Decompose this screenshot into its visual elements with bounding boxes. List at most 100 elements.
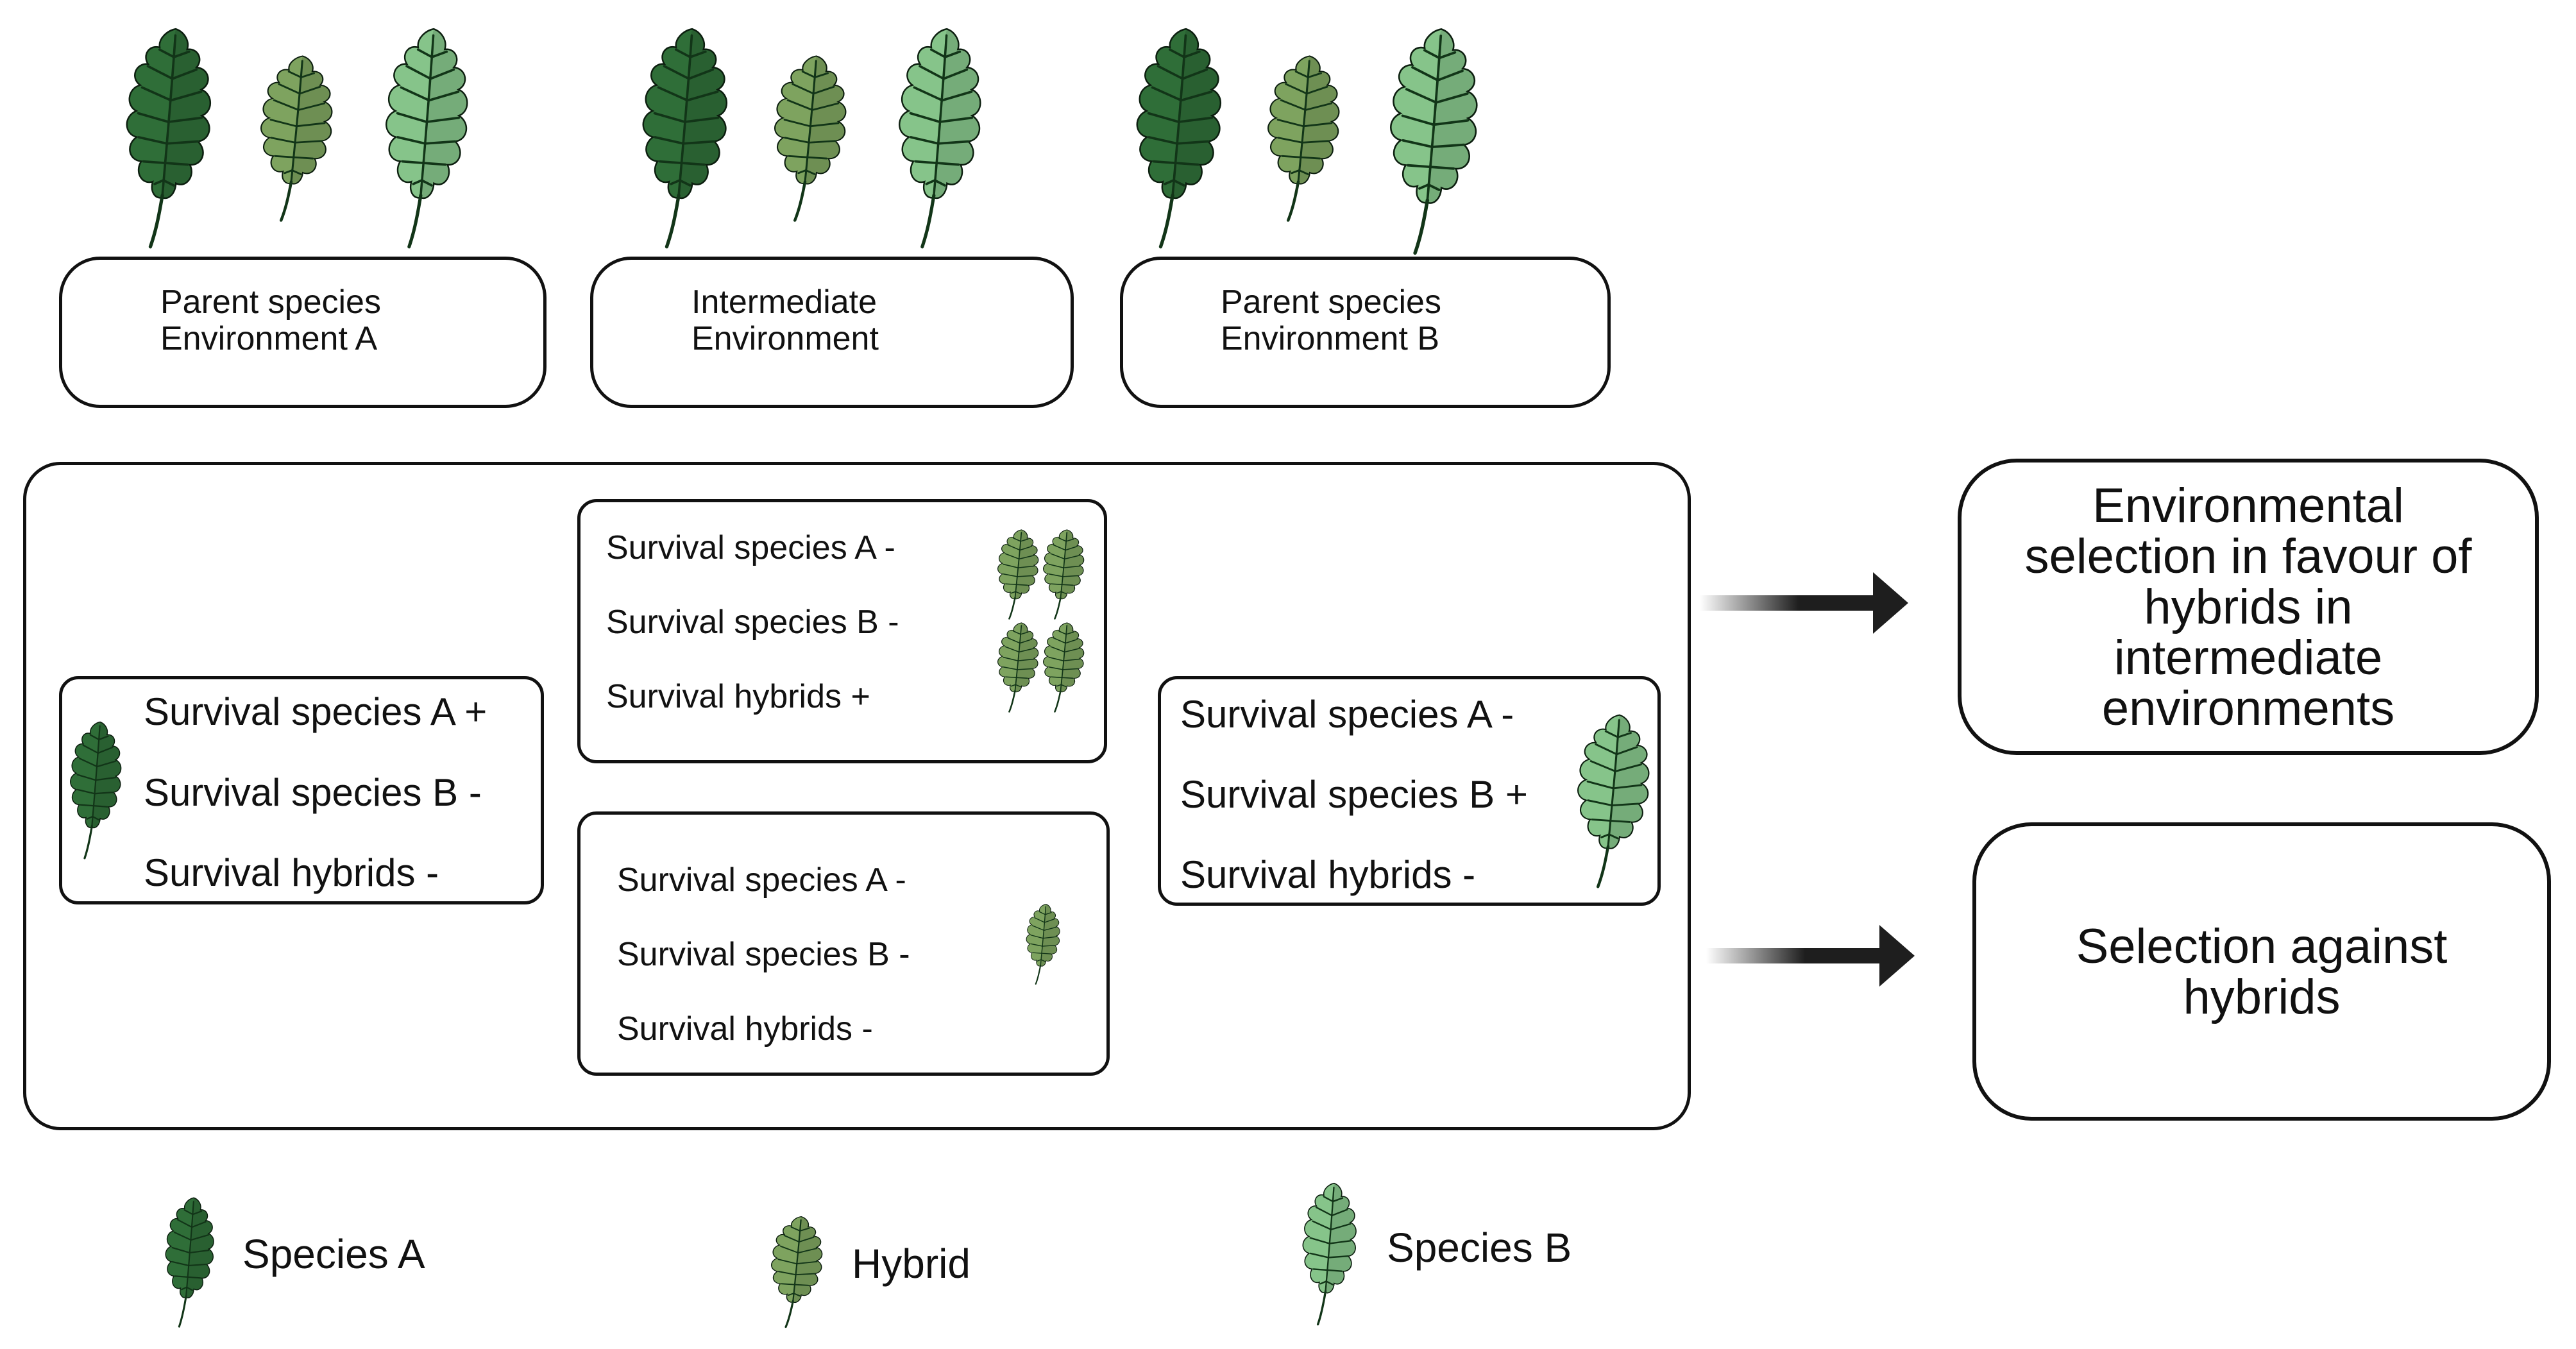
leaf-vein: [1609, 819, 1631, 823]
leaf-vein: [1591, 819, 1611, 822]
leaf-shade: [1325, 1183, 1357, 1293]
species-b-leaf-icon: [1296, 1180, 1363, 1328]
leaf-vein: [801, 71, 816, 78]
outcome-favour-line: environments: [2101, 681, 2395, 736]
leaf-vein: [292, 156, 314, 160]
leaf-stem: [1008, 597, 1016, 620]
leaf-vein: [686, 90, 719, 102]
leaf-vein: [177, 1219, 193, 1228]
leaf-vein: [396, 136, 427, 145]
hybrid-leaf-icon: [765, 53, 855, 225]
leaf-vein: [1058, 538, 1067, 542]
leaf-vein: [658, 160, 682, 164]
hybrid-leaf-icon: [1038, 621, 1089, 714]
leaf-vein: [1323, 1196, 1334, 1203]
leaf-stem: [148, 193, 164, 249]
leaf-shade: [933, 29, 981, 198]
leaf-vein: [183, 1209, 194, 1216]
leaf-vein: [1612, 784, 1643, 790]
hybrid-leaf-icon: [992, 528, 1044, 621]
species-a-leaf-icon: [632, 24, 738, 252]
leaf-vein: [1044, 912, 1052, 915]
outcome-favour-line: selection in favour of: [2024, 529, 2472, 584]
environment-a-line2: Environment A: [160, 320, 378, 357]
leaf-midrib: [185, 1201, 194, 1297]
leaf-midrib: [1426, 34, 1443, 202]
leaf-vein: [396, 112, 428, 123]
leaf-vein: [1309, 1237, 1330, 1244]
leaf-vein: [1044, 919, 1055, 923]
leaf-vein: [1427, 183, 1441, 191]
leaf-vein: [787, 1293, 795, 1296]
leaf-vein: [167, 116, 203, 123]
leaf-stem: [1413, 198, 1430, 255]
leaf-vein: [1276, 119, 1305, 128]
env-a-row-species-b: Survival species B -: [144, 771, 482, 814]
hybrid-leaf-icon: [1258, 53, 1348, 225]
leaf-vein: [140, 86, 173, 102]
leaf-vein: [1064, 555, 1080, 560]
leaf-vein: [82, 744, 99, 754]
hybrid-leaf-icon: [1022, 903, 1064, 986]
leaf-midrib: [1171, 34, 1187, 197]
leaf-stem: [1054, 690, 1062, 713]
leaf-vein: [806, 156, 828, 160]
leaf-vein: [1003, 666, 1018, 670]
species-a-leaf-graphic: [642, 28, 727, 249]
leaf-vein: [1423, 49, 1441, 60]
species-a-leaf-icon: [159, 1195, 220, 1330]
species-b-leaf-icon: [375, 24, 478, 252]
leaf-vein: [663, 65, 690, 80]
species-a-leaf-icon: [64, 719, 128, 861]
leaf-vein: [1040, 953, 1051, 954]
leaf-vein: [1048, 666, 1063, 670]
leaf-vein: [811, 102, 840, 111]
leaf-vein: [1040, 959, 1046, 962]
leaf-shade: [678, 29, 727, 198]
leaf-vein: [1331, 1209, 1348, 1217]
leaf-vein: [1151, 86, 1183, 102]
leaf-vein: [1291, 169, 1300, 174]
leaf-vein: [1301, 140, 1330, 144]
leaf-vein: [1309, 1252, 1330, 1259]
leaf-vein: [1020, 631, 1029, 635]
leaf-vein: [269, 119, 298, 128]
leaf-vein: [97, 746, 114, 754]
leaf-vein: [674, 48, 691, 58]
leaf-vein: [1043, 926, 1057, 931]
leaf-vein: [795, 1273, 815, 1276]
leaf-vein: [1003, 573, 1018, 577]
leaf-vein: [92, 815, 100, 821]
hybrid-leaf-graphic: [1043, 622, 1085, 713]
leaf-vein: [795, 1260, 818, 1265]
leaf-vein: [1007, 544, 1021, 551]
leaf-vein: [1428, 165, 1455, 170]
leaf-vein: [1019, 555, 1035, 560]
leaf-vein: [653, 112, 686, 123]
leaf-stem: [83, 825, 93, 860]
leaf-vein: [1328, 1240, 1352, 1244]
leaf-vein: [1056, 591, 1062, 594]
leaf-vein: [287, 71, 302, 78]
leaf-shade: [420, 29, 468, 198]
leaf-vein: [274, 155, 294, 158]
leaf-midrib: [804, 60, 817, 183]
leaf-vein: [812, 85, 835, 95]
leaf-shade: [1060, 529, 1084, 599]
outcome-favour-hybrids-box: Environmental selection in favour of hyb…: [1958, 459, 2539, 755]
leaf-vein: [1315, 1206, 1333, 1217]
leaf-vein: [1168, 48, 1185, 58]
leaf-vein: [1003, 563, 1019, 568]
hybrid-leaf-graphic: [771, 1216, 823, 1328]
leaf-vein: [1586, 780, 1614, 790]
leaf-vein: [425, 116, 460, 123]
leaf-vein: [189, 1250, 210, 1254]
leaf-vein: [657, 86, 689, 102]
leaf-vein: [1019, 639, 1033, 644]
leaf-stem: [1054, 597, 1062, 620]
scenario-intermediate-favour: Survival species A - Survival species B …: [577, 499, 1107, 763]
leaf-shade: [185, 1198, 214, 1298]
species-b-leaf-graphic: [1302, 1182, 1357, 1326]
leaf-vein: [1614, 763, 1643, 772]
leaf-vein: [1048, 656, 1064, 661]
